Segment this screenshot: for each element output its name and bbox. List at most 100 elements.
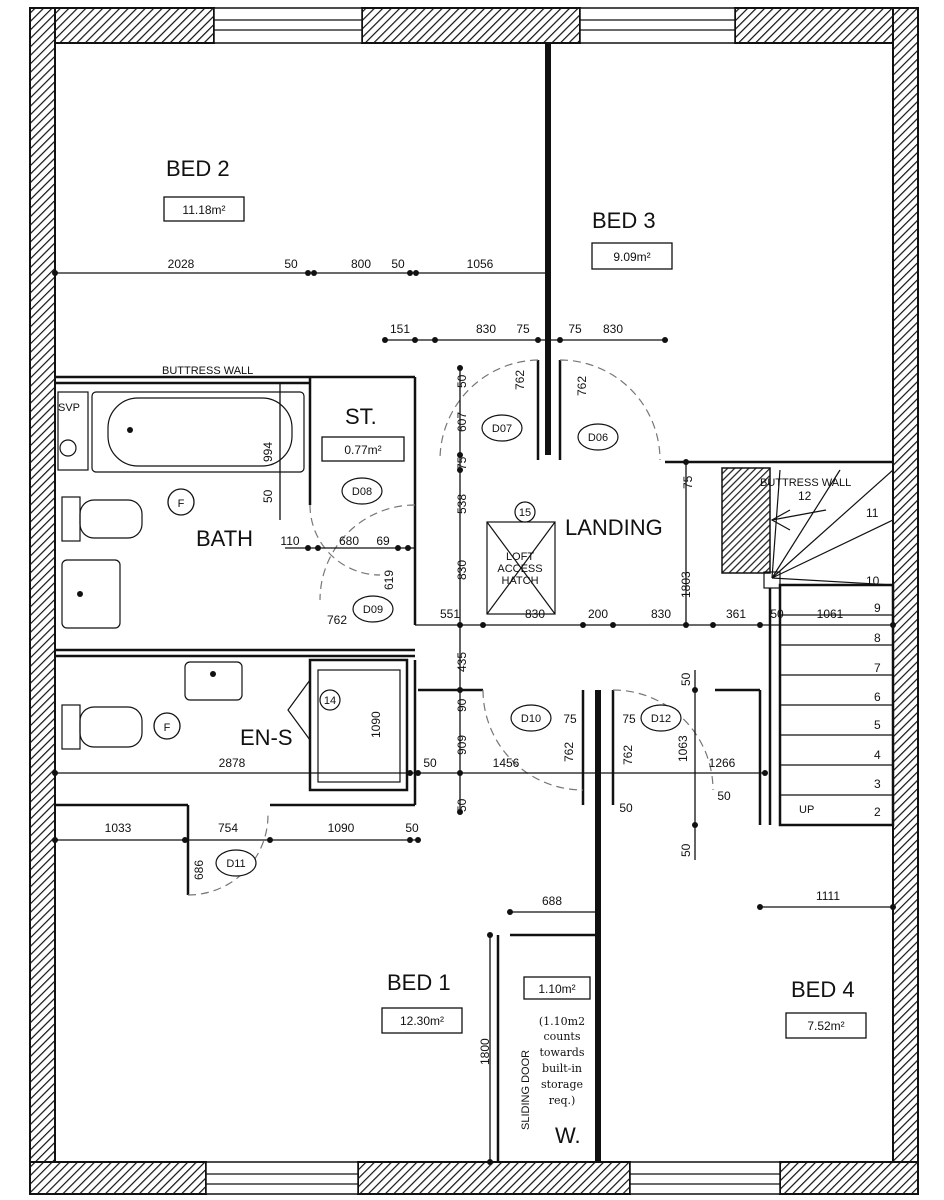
- dim-762: 762: [575, 376, 589, 396]
- dim-1061: 1061: [817, 607, 844, 621]
- dim-762: 762: [562, 742, 576, 762]
- dim-50: 50: [284, 257, 298, 271]
- dim-830: 830: [651, 607, 671, 621]
- dimension-lines: [55, 272, 893, 1162]
- buttress-wall-left-label: BUTTRESS WALL: [162, 365, 253, 377]
- dim-361: 361: [726, 607, 746, 621]
- dim-50: 50: [455, 374, 469, 388]
- dim-75: 75: [455, 456, 469, 470]
- dimension-labels: 2028 50 800 50 1056 151 830 75 75 830 76…: [105, 257, 844, 1065]
- stair-step-8: 8: [874, 631, 881, 645]
- door-tag-d11: D11: [215, 849, 257, 877]
- room-name-landing: LANDING: [565, 515, 663, 540]
- door-swings: [187, 359, 714, 896]
- stair-step-4: 4: [874, 748, 881, 762]
- internal-walls: [55, 43, 893, 1162]
- dim-75: 75: [681, 475, 695, 489]
- buttress-wall-right: [721, 467, 771, 574]
- room-name-wardrobe: W.: [555, 1123, 581, 1148]
- wc-bath: [61, 496, 143, 542]
- dim-435: 435: [455, 652, 469, 672]
- dim-50: 50: [405, 821, 419, 835]
- svp-label: SVP: [58, 402, 80, 414]
- stair-step-10: 10: [866, 574, 880, 588]
- dim-50: 50: [391, 257, 405, 271]
- dim-151: 151: [390, 322, 410, 336]
- stair-step-12: 12: [798, 489, 812, 503]
- dim-830: 830: [476, 322, 496, 336]
- svg-text:D12: D12: [651, 713, 671, 725]
- stair-up-label: UP: [799, 804, 814, 816]
- dim-1456: 1456: [493, 756, 520, 770]
- stair-step-11: 11: [866, 506, 879, 520]
- dim-762: 762: [621, 745, 635, 765]
- dim-1033: 1033: [105, 821, 132, 835]
- dim-762: 762: [327, 613, 347, 627]
- dim-1800: 1800: [478, 1038, 492, 1065]
- room-area-bed3: 9.09m²: [613, 250, 650, 264]
- dim-50: 50: [619, 801, 633, 815]
- dim-830: 830: [455, 560, 469, 580]
- wardrobe-note-line2: counts: [543, 1030, 580, 1043]
- loft-hatch: [486, 521, 556, 615]
- dim-69: 69: [376, 534, 390, 548]
- window-bottom-left: [205, 1161, 359, 1195]
- loft-hatch-label-2: ACCESS: [497, 563, 542, 575]
- svg-text:D11: D11: [226, 858, 245, 870]
- dim-50: 50: [261, 489, 275, 503]
- dim-688: 688: [542, 894, 562, 908]
- room-name-bed4: BED 4: [791, 977, 855, 1002]
- door-tag-d12: D12: [640, 704, 682, 732]
- dimension-ticks: [52, 270, 896, 1165]
- extract-fan-bath-label: F: [178, 498, 185, 510]
- dim-1266: 1266: [709, 756, 736, 770]
- tag-15: 15: [519, 507, 531, 519]
- dim-75: 75: [622, 712, 636, 726]
- dim-830: 830: [525, 607, 545, 621]
- dim-50: 50: [717, 789, 731, 803]
- room-area-wardrobe: 1.10m²: [538, 982, 575, 996]
- dim-1090: 1090: [328, 821, 355, 835]
- dim-75: 75: [516, 322, 530, 336]
- window-top-right: [579, 7, 736, 44]
- dim-909: 909: [455, 735, 469, 755]
- room-name-bed2: BED 2: [166, 156, 230, 181]
- room-name-store: ST.: [345, 404, 377, 429]
- wardrobe-note-line1: (1.10m2: [539, 1015, 585, 1028]
- svg-text:D09: D09: [363, 604, 383, 616]
- staircase: [763, 469, 895, 827]
- svg-text:D10: D10: [521, 713, 541, 725]
- loft-hatch-label-1: LOFT: [506, 551, 534, 563]
- buttress-wall-right-label: BUTTRESS WALL: [760, 477, 851, 489]
- stair-step-6: 6: [874, 690, 881, 704]
- dim-50: 50: [679, 672, 693, 686]
- svp-pipe: [57, 391, 89, 471]
- dim-830: 830: [603, 322, 623, 336]
- dim-1056: 1056: [467, 257, 494, 271]
- dim-2028: 2028: [168, 257, 195, 271]
- wc-ensuite: [61, 704, 143, 750]
- dim-1803: 1803: [679, 571, 693, 598]
- door-tag-d07: D07: [481, 414, 523, 442]
- dim-2878: 2878: [219, 756, 246, 770]
- door-tag-d06: D06: [577, 423, 619, 451]
- room-area-store: 0.77m²: [344, 443, 381, 457]
- stair-step-5: 5: [874, 718, 881, 732]
- dim-75: 75: [568, 322, 582, 336]
- extract-fan-ensuite-label: F: [164, 722, 171, 734]
- dim-200: 200: [588, 607, 608, 621]
- dim-90: 90: [455, 698, 469, 712]
- stair-step-3: 3: [874, 777, 881, 791]
- tag-14: 14: [324, 695, 336, 707]
- dim-75: 75: [563, 712, 577, 726]
- window-bottom-right: [629, 1161, 781, 1195]
- shower: [287, 658, 409, 792]
- dim-110: 110: [280, 534, 299, 548]
- sliding-door-label: SLIDING DOOR: [520, 1050, 532, 1130]
- dim-800: 800: [351, 257, 371, 271]
- stair-step-2: 2: [874, 805, 881, 819]
- svg-text:D08: D08: [352, 486, 372, 498]
- wardrobe-note-line6: req.): [549, 1094, 576, 1107]
- dim-1063: 1063: [676, 735, 690, 762]
- dim-762: 762: [513, 370, 527, 390]
